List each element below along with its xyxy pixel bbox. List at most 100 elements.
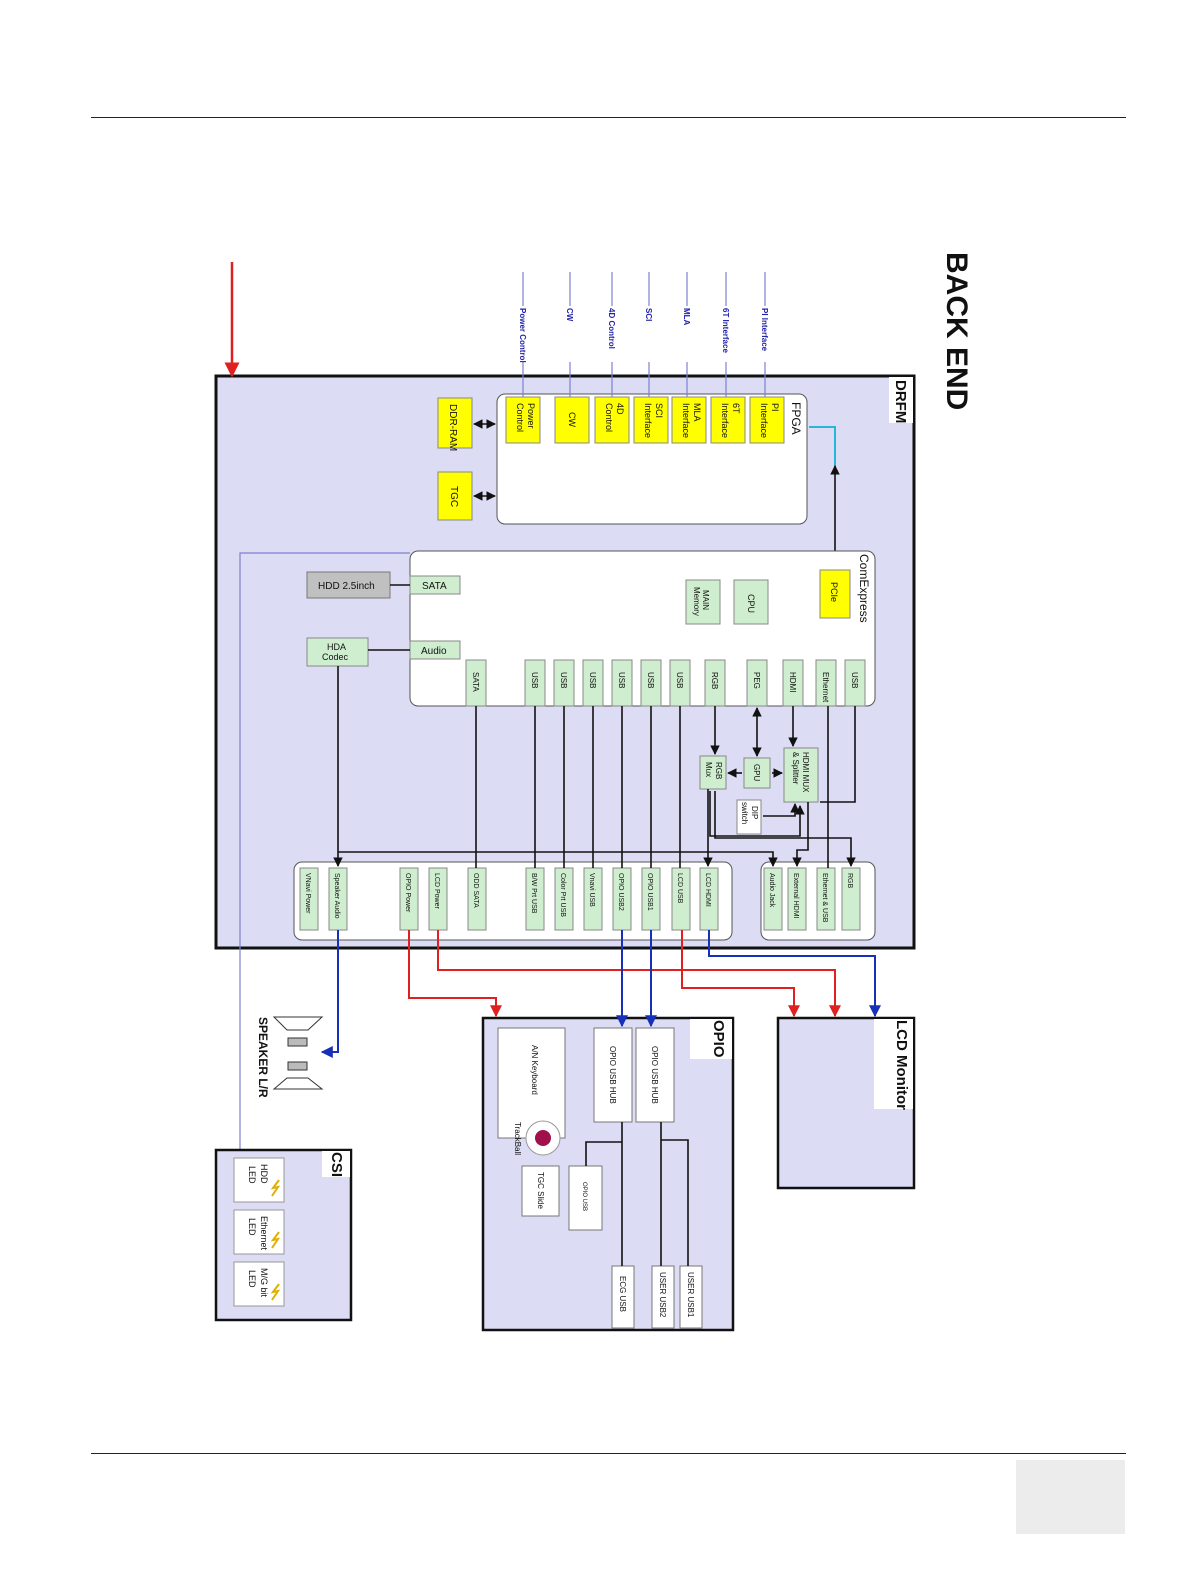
fpga-block-line1-4: 4D bbox=[615, 403, 625, 415]
connector-left-7 bbox=[467, 867, 487, 931]
hdd-block bbox=[306, 571, 391, 599]
comex-port-label-1: Ethernet bbox=[821, 672, 830, 703]
fpga-block-line2-4: Control bbox=[604, 403, 614, 432]
ddr-ram-block bbox=[437, 397, 473, 449]
main-memory-line2: Memory bbox=[692, 587, 701, 616]
comex-port-label-11: SATA bbox=[471, 672, 480, 692]
hdmi-mux-block bbox=[783, 747, 819, 803]
rgb-mux-line2: Mux bbox=[704, 762, 713, 777]
ecg-usb-block bbox=[611, 1265, 635, 1329]
fpga-block-2 bbox=[671, 396, 707, 444]
connector-right-2 bbox=[787, 867, 807, 931]
hda-codec-line1: HDA bbox=[327, 642, 346, 652]
csi-led-line1-0: HDD bbox=[259, 1164, 269, 1184]
hdd-label: HDD 2.5inch bbox=[318, 581, 375, 592]
comex-port-3 bbox=[746, 659, 768, 707]
drfm-label: DRFM bbox=[892, 380, 909, 423]
connector-right-label-3: Audio Jack bbox=[768, 873, 775, 908]
csi-led-line2-0: LED bbox=[247, 1166, 257, 1184]
comex-port-1 bbox=[815, 659, 837, 707]
opio-hub1-label: OPIO USB HUB bbox=[608, 1046, 617, 1104]
header-rule bbox=[91, 117, 1126, 118]
connector-left-11 bbox=[299, 867, 319, 931]
fpga-signal-label-0: PI Interface bbox=[760, 308, 769, 352]
tgc-slide-label: TGC Slide bbox=[536, 1172, 545, 1209]
cpu-block bbox=[733, 579, 769, 625]
fpga-signal-label-1: 6T Interface bbox=[721, 308, 730, 353]
speaker-icon bbox=[272, 1016, 324, 1090]
fpga-block-line1-1: 6T bbox=[731, 403, 741, 414]
rgb-mux-line1: RGB bbox=[714, 762, 723, 779]
csi-signal-line bbox=[239, 552, 410, 1150]
fpga-block-label-5: CW bbox=[567, 412, 577, 427]
connector-right-1 bbox=[816, 867, 836, 931]
fpga-block-line2-0: Interface bbox=[759, 403, 769, 438]
fpga-block-1 bbox=[710, 396, 746, 444]
user-usb1-block bbox=[679, 1265, 703, 1329]
tgc-label: TGC bbox=[448, 486, 459, 507]
connector-left-label-3: OPIO USB2 bbox=[617, 873, 624, 911]
comex-port-label-3: PEG bbox=[752, 672, 761, 689]
fpga-block-line1-3: SCI bbox=[654, 403, 664, 418]
csi-led-2 bbox=[233, 1261, 285, 1307]
fpga-block-line2-1: Interface bbox=[720, 403, 730, 438]
diagram-title: BACK END bbox=[940, 252, 973, 410]
comex-port-label-6: USB bbox=[646, 672, 655, 688]
connector-left-label-9: OPIO Power bbox=[404, 873, 411, 913]
csi-label: CSI bbox=[328, 1152, 345, 1177]
connector-right-label-2: External HDMI bbox=[792, 873, 799, 919]
hda-codec-line2: Codec bbox=[322, 652, 349, 662]
speaker-label: SPEAKER L/R bbox=[256, 1017, 270, 1098]
tgc-slide-block bbox=[521, 1165, 560, 1217]
fpga-signal-bg-2 bbox=[681, 306, 693, 362]
opio-usb-block bbox=[568, 1165, 603, 1231]
opio-hub2-block bbox=[635, 1027, 675, 1123]
fpga-signal-label-3: SCI bbox=[644, 308, 653, 321]
csi-led-lightning-icon-2 bbox=[270, 1283, 281, 1301]
keyboard-label: A/N Keyboard bbox=[530, 1045, 539, 1095]
main-memory-line1: MAIN bbox=[701, 590, 710, 610]
connector-left-label-0: LCD HDMI bbox=[704, 873, 711, 907]
keyboard-block bbox=[497, 1027, 566, 1139]
comex-port-label-9: USB bbox=[559, 672, 568, 688]
connector-left-label-2: OPIO USB1 bbox=[646, 873, 653, 911]
connector-right-0 bbox=[841, 867, 861, 931]
connector-left-label-10: Speaker Audio bbox=[333, 873, 340, 919]
opio-internal-lines bbox=[585, 1122, 689, 1266]
user-usb2-label: USER USB2 bbox=[658, 1272, 667, 1318]
audio-port-label: Audio bbox=[421, 646, 447, 657]
fpga-block-3 bbox=[633, 396, 669, 444]
comex-port-label-2: HDMI bbox=[788, 672, 797, 692]
hda-codec-block bbox=[306, 637, 369, 667]
gpu-label: GPU bbox=[752, 764, 761, 782]
opio-hub2-label: OPIO USB HUB bbox=[650, 1046, 659, 1104]
page-corner-box bbox=[1016, 1460, 1125, 1534]
connector-left-label-6: B/W Prt USB bbox=[530, 873, 537, 914]
connector-left-label-5: Color Prt USB bbox=[559, 873, 566, 917]
fpga-signal-bg-4 bbox=[606, 306, 618, 362]
fpga-block-line1-2: MLA bbox=[692, 403, 702, 422]
fpga-pcie-link bbox=[809, 426, 836, 470]
csi-led-lightning-icon-0 bbox=[270, 1179, 281, 1197]
connector-left-label-11: VNavi Power bbox=[304, 873, 311, 914]
trackball-ball bbox=[535, 1130, 551, 1146]
csi-led-lightning-icon-1 bbox=[270, 1231, 281, 1249]
lcd-monitor-label: LCD Monitor bbox=[893, 1020, 910, 1110]
rgb-mux-block bbox=[699, 755, 727, 790]
dip-line2: switch bbox=[740, 802, 749, 824]
csi-led-1 bbox=[233, 1209, 285, 1255]
fpga-block-line2-6: Control bbox=[515, 403, 525, 432]
opio-usb-label: OPIO USB bbox=[581, 1182, 587, 1211]
user-usb1-label: USER USB1 bbox=[686, 1272, 695, 1318]
sata-top-label: SATA bbox=[422, 581, 447, 592]
comexpress-label: ComExpress bbox=[857, 554, 871, 623]
connector-left-label-1: LCD USB bbox=[676, 873, 683, 904]
ddr-ram-label: DDR-RAM bbox=[447, 404, 458, 451]
fpga-signal-bg-6 bbox=[517, 306, 529, 362]
fpga-block-line1-0: PI bbox=[770, 403, 780, 412]
footer-rule bbox=[91, 1453, 1126, 1454]
csi-led-0 bbox=[233, 1157, 285, 1203]
fpga-block-line2-2: Interface bbox=[681, 403, 691, 438]
fpga-signal-bg-5 bbox=[564, 306, 576, 362]
